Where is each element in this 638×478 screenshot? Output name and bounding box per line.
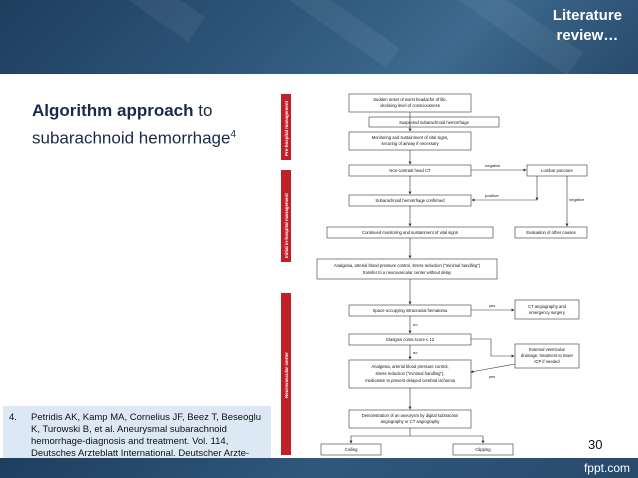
box-evaluation — [514, 226, 588, 239]
text-evaluation: Evaluation of other causes — [526, 230, 575, 235]
text-suspected: Suspected subarachnoid hemorrhage — [399, 120, 470, 125]
footer-banner — [0, 458, 638, 478]
label-no-1: no — [413, 322, 418, 327]
phase-label: Initial in-hospital management — [284, 193, 289, 258]
text-ct: Non-contrast head CT — [389, 168, 431, 173]
box-clipping — [452, 443, 514, 456]
reference-note — [3, 406, 271, 458]
text-analgesia2-2: stress reduction ("minimal handling"), — [375, 371, 444, 376]
heading-bold: Algorithm approach — [32, 101, 194, 120]
phase-bar-initial: Initial in-hospital management — [281, 170, 291, 262]
text-analgesia1-1: Analgesia, arterial blood pressure contr… — [334, 263, 481, 268]
slide-title: Literature review… — [552, 7, 622, 44]
text-onset-2: declining level of consciousness — [380, 103, 440, 108]
text-continued: Continued monitoring and sustainment of … — [362, 230, 458, 235]
heading-topic: subarachnoid hemorrhage — [32, 128, 231, 148]
text-confirmed: Subarachnoid hemorrhage confirmed — [375, 198, 445, 203]
flowchart: Pre-hospital management Initial in-hospi… — [277, 88, 600, 458]
box-suspected — [368, 116, 500, 128]
header-banner — [0, 0, 638, 74]
text-drainage-3: ICP if needed — [534, 359, 560, 364]
text-cta-1: CT angiography and — [528, 304, 567, 309]
box-analgesia1 — [316, 258, 498, 280]
text-clipping: Clipping — [475, 447, 491, 452]
label-negative-2: negative — [569, 197, 585, 202]
text-monitoring-2: securing of airway if necessary — [381, 141, 439, 146]
text-cta-2: emergency surgery — [529, 310, 566, 315]
page-number: 30 — [588, 437, 603, 452]
slide-heading: Algorithm approach to subarachnoid hemor… — [32, 99, 272, 151]
label-no-2: no — [413, 350, 418, 355]
phase-bar-prehospital: Pre-hospital management — [281, 94, 291, 160]
heading-to: to — [198, 101, 213, 120]
box-cta — [514, 299, 580, 320]
label-yes-1: yes — [489, 303, 495, 308]
reference-number: 4. — [9, 412, 17, 423]
phase-label: Pre-hospital management — [284, 100, 289, 156]
heading-citation: 4 — [230, 129, 237, 140]
phase-label: Neurovascular center — [284, 352, 289, 398]
text-gcs: Glasgow coma score ≤ 12 — [386, 337, 435, 342]
box-drainage — [514, 343, 580, 369]
text-analgesia2-1: Analgesia, arterial blood pressure contr… — [371, 364, 448, 369]
text-coiling: Coiling — [345, 447, 358, 452]
label-positive: positive — [485, 193, 499, 198]
text-onset-1: Sudden onset of worst headache of life, — [373, 97, 447, 102]
label-negative: negative — [485, 163, 501, 168]
text-demonstration-2: angiography or CT angiography — [381, 419, 441, 424]
text-drainage-2: drainage, treatment to lower — [521, 353, 574, 358]
box-analgesia2 — [348, 359, 472, 389]
text-drainage-1: External ventricular — [529, 347, 565, 352]
phase-bar-neuro: Neurovascular center — [281, 293, 291, 455]
text-analgesia2-3: medication to prevent delayed cerebral i… — [365, 378, 456, 383]
brand-logo: fppt.com — [583, 461, 630, 475]
text-demonstration-1: Demonstration of an aneurysm by digital … — [362, 413, 459, 418]
text-hematoma: Space-occupying intracranial hematoma — [373, 308, 448, 313]
box-coiling — [320, 443, 382, 456]
text-analgesia1-2: transfer to a neurovascular center witho… — [363, 270, 452, 275]
box-lumbar — [526, 164, 588, 177]
label-yes-2: yes — [489, 374, 495, 379]
text-monitoring-1: Monitoring and sustainment of vital sign… — [372, 135, 449, 140]
text-lumbar: Lumbar puncture — [541, 168, 573, 173]
flow-connectors — [349, 112, 569, 444]
